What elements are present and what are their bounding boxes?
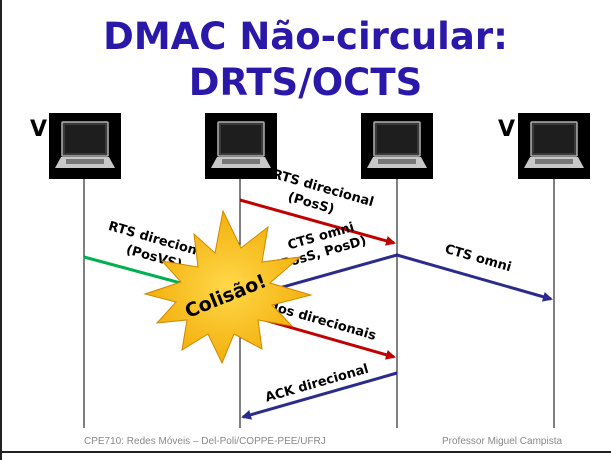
slide-border-bottom	[0, 451, 611, 453]
laptop-node-3	[361, 113, 433, 179]
laptop-icon	[205, 113, 277, 179]
footer-author: Professor Miguel Campista	[442, 436, 563, 447]
collision-burst-shape	[143, 209, 313, 365]
laptop-node-1	[49, 113, 121, 179]
slide-border-left	[0, 0, 2, 460]
slide-title-line1: DMAC Não-circular:	[103, 15, 508, 58]
laptop-icon	[518, 113, 590, 179]
arrow-cts-omni-right	[396, 253, 553, 302]
slide-title-line2: DRTS/OCTS	[188, 61, 423, 104]
node-tag-right: V	[498, 117, 516, 142]
arrow-rts-directional-top	[239, 198, 396, 246]
footer-course: CPE710: Redes Móveis – Del-Poli/COPPE-PE…	[84, 436, 326, 447]
laptop-icon	[49, 113, 121, 179]
node-tag-left: V	[30, 117, 48, 142]
laptop-node-4	[518, 113, 590, 179]
arrow-ack-directional	[241, 371, 398, 420]
laptop-node-2	[205, 113, 277, 179]
laptop-icon	[361, 113, 433, 179]
